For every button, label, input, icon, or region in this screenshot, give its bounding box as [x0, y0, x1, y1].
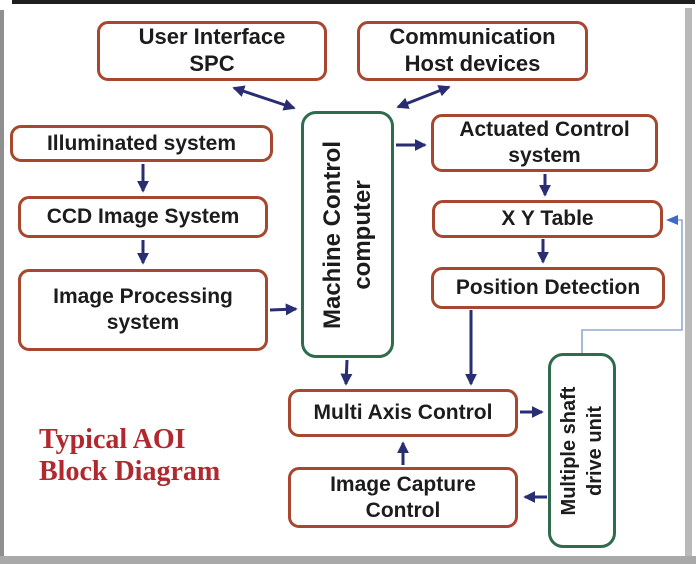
caption-line: Typical AOI — [39, 424, 186, 455]
node-label: Control — [365, 498, 441, 522]
frame-top-edge — [12, 0, 695, 4]
caption-line: Block Diagram — [39, 456, 221, 488]
node-label: Host devices — [404, 51, 541, 76]
node-xy-table: X Y Table — [432, 200, 663, 238]
node-label: SPC — [189, 51, 235, 76]
node-image-processing-system: Image Processing system — [18, 269, 268, 351]
frame-left-edge — [0, 10, 4, 556]
node-label: system — [106, 311, 180, 334]
node-multi-axis-control: Multi Axis Control — [288, 389, 518, 437]
edge-userinterface-mcc — [232, 85, 296, 111]
node-label: User Interface — [138, 24, 286, 50]
node-label: Image Processing — [53, 285, 233, 309]
edge-communication-mcc — [396, 85, 451, 109]
frame-right-edge — [685, 8, 692, 556]
node-label: Multi Axis Control — [313, 401, 493, 425]
node-label: Communication — [389, 24, 556, 50]
node-label: Machine Control — [318, 140, 346, 329]
node-communication-host-devices: Communication Host devices — [357, 21, 588, 81]
node-actuated-control-system: Actuated Control system — [431, 114, 658, 172]
node-user-interface-spc: User Interface SPC — [97, 21, 327, 81]
node-position-detection: Position Detection — [431, 267, 665, 309]
node-image-capture-control: Image Capture Control — [288, 467, 518, 528]
node-label: Image Capture — [330, 472, 476, 496]
diagram-caption: Typical AOI Block Diagram — [39, 424, 220, 489]
vertical-label: Machine Control computer — [318, 140, 378, 328]
vertical-label: Multiple shaft drive unit — [556, 386, 608, 515]
node-multiple-shaft-drive-unit: Multiple shaft drive unit — [548, 353, 616, 548]
node-label: system — [508, 144, 581, 167]
node-label: CCD Image System — [46, 205, 240, 229]
node-label: computer — [348, 179, 376, 290]
edge-mcc-multiaxis — [340, 359, 353, 386]
node-illuminated-system: Illuminated system — [10, 125, 273, 162]
node-label: X Y Table — [501, 207, 594, 231]
node-label: drive unit — [584, 405, 606, 496]
node-label: Multiple shaft — [558, 386, 580, 515]
node-label: Actuated Control — [459, 118, 630, 142]
node-label: Position Detection — [455, 276, 641, 300]
node-machine-control-computer: Machine Control computer — [301, 111, 394, 358]
edge-imageprocessing-mcc — [269, 303, 298, 316]
frame-bottom-edge — [0, 556, 696, 564]
node-ccd-image-system: CCD Image System — [18, 196, 268, 238]
node-label: Illuminated system — [46, 131, 237, 155]
